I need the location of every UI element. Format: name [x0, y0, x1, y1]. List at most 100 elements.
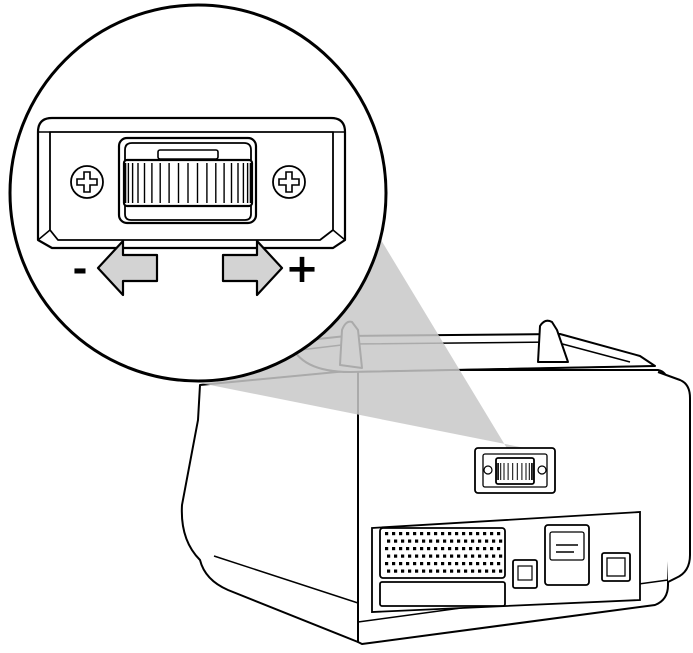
arrow-left-icon	[96, 239, 159, 297]
vent-hole	[485, 539, 489, 543]
vent-hole	[450, 569, 454, 573]
vent-hole	[471, 539, 475, 543]
knurl-ridges	[123, 163, 253, 203]
vent-hole	[469, 547, 473, 551]
vent-hole	[434, 547, 438, 551]
vent-hole	[441, 547, 445, 551]
vent-hole	[471, 554, 475, 558]
rear-connector-panel	[371, 511, 641, 613]
vent-hole	[394, 539, 398, 543]
vent-hole	[436, 569, 440, 573]
vent-hole	[464, 569, 468, 573]
vent-hole	[406, 562, 410, 566]
vent-hole	[385, 532, 389, 536]
vent-hole	[387, 569, 391, 573]
vent-hole	[387, 554, 391, 558]
vent-hole	[457, 554, 461, 558]
vent-hole	[492, 554, 496, 558]
vent-hole	[394, 569, 398, 573]
vent-hole	[408, 554, 412, 558]
label-plate	[379, 581, 506, 607]
vent-hole	[490, 532, 494, 536]
vent-hole	[429, 539, 433, 543]
vent-hole	[497, 547, 501, 551]
vent-hole	[415, 569, 419, 573]
vent-grille	[379, 527, 506, 579]
phillips-screw-icon	[272, 165, 306, 199]
vent-hole	[408, 539, 412, 543]
vent-hole	[427, 532, 431, 536]
vent-hole	[443, 554, 447, 558]
vent-hole	[448, 532, 452, 536]
vent-hole	[483, 547, 487, 551]
vent-hole	[462, 547, 466, 551]
vent-hole	[392, 547, 396, 551]
vent-hole	[429, 554, 433, 558]
vent-hole	[469, 562, 473, 566]
vent-hole	[401, 539, 405, 543]
vent-hole	[422, 539, 426, 543]
vent-hole	[497, 532, 501, 536]
vent-hole	[420, 547, 424, 551]
vent-hole	[401, 554, 405, 558]
vent-hole	[478, 554, 482, 558]
vent-hole	[408, 569, 412, 573]
vent-hole	[485, 569, 489, 573]
phillips-screw-icon	[70, 165, 104, 199]
vent-hole	[387, 539, 391, 543]
vent-hole	[436, 554, 440, 558]
vent-hole	[464, 539, 468, 543]
vent-hole	[420, 532, 424, 536]
vent-hole	[448, 547, 452, 551]
vent-hole	[413, 532, 417, 536]
vent-holes	[385, 532, 503, 573]
vent-hole	[455, 562, 459, 566]
vent-hole	[422, 554, 426, 558]
vent-hole	[385, 547, 389, 551]
vent-hole	[399, 547, 403, 551]
vent-hole	[492, 539, 496, 543]
vent-hole	[441, 562, 445, 566]
vent-hole	[434, 532, 438, 536]
vent-hole	[476, 547, 480, 551]
vent-hole	[492, 569, 496, 573]
decrease-symbol: -	[73, 249, 88, 290]
vent-hole	[392, 562, 396, 566]
vent-hole	[469, 532, 473, 536]
vent-hole	[476, 532, 480, 536]
vent-hole	[392, 532, 396, 536]
vent-hole	[406, 532, 410, 536]
vent-hole	[399, 562, 403, 566]
vent-hole	[478, 569, 482, 573]
vent-hole	[462, 562, 466, 566]
vent-hole	[420, 562, 424, 566]
increase-symbol: +	[285, 246, 319, 292]
vent-hole	[415, 554, 419, 558]
vent-hole	[443, 569, 447, 573]
vent-hole	[455, 547, 459, 551]
vent-hole	[394, 554, 398, 558]
arrow-right-icon	[221, 239, 284, 297]
vent-hole	[413, 562, 417, 566]
small-adjust-knob	[474, 447, 556, 494]
power-switch	[601, 552, 631, 582]
network-port	[512, 559, 538, 589]
vent-hole	[490, 547, 494, 551]
vent-hole	[483, 562, 487, 566]
vent-hole	[457, 569, 461, 573]
vent-hole	[499, 569, 503, 573]
vent-hole	[406, 547, 410, 551]
vent-hole	[434, 562, 438, 566]
vent-hole	[413, 547, 417, 551]
power-socket	[544, 524, 590, 586]
vent-hole	[427, 547, 431, 551]
vent-hole	[464, 554, 468, 558]
vent-hole	[450, 554, 454, 558]
vent-hole	[462, 532, 466, 536]
vent-hole	[429, 569, 433, 573]
vent-hole	[499, 554, 503, 558]
vent-hole	[441, 532, 445, 536]
vent-hole	[497, 562, 501, 566]
vent-hole	[478, 539, 482, 543]
